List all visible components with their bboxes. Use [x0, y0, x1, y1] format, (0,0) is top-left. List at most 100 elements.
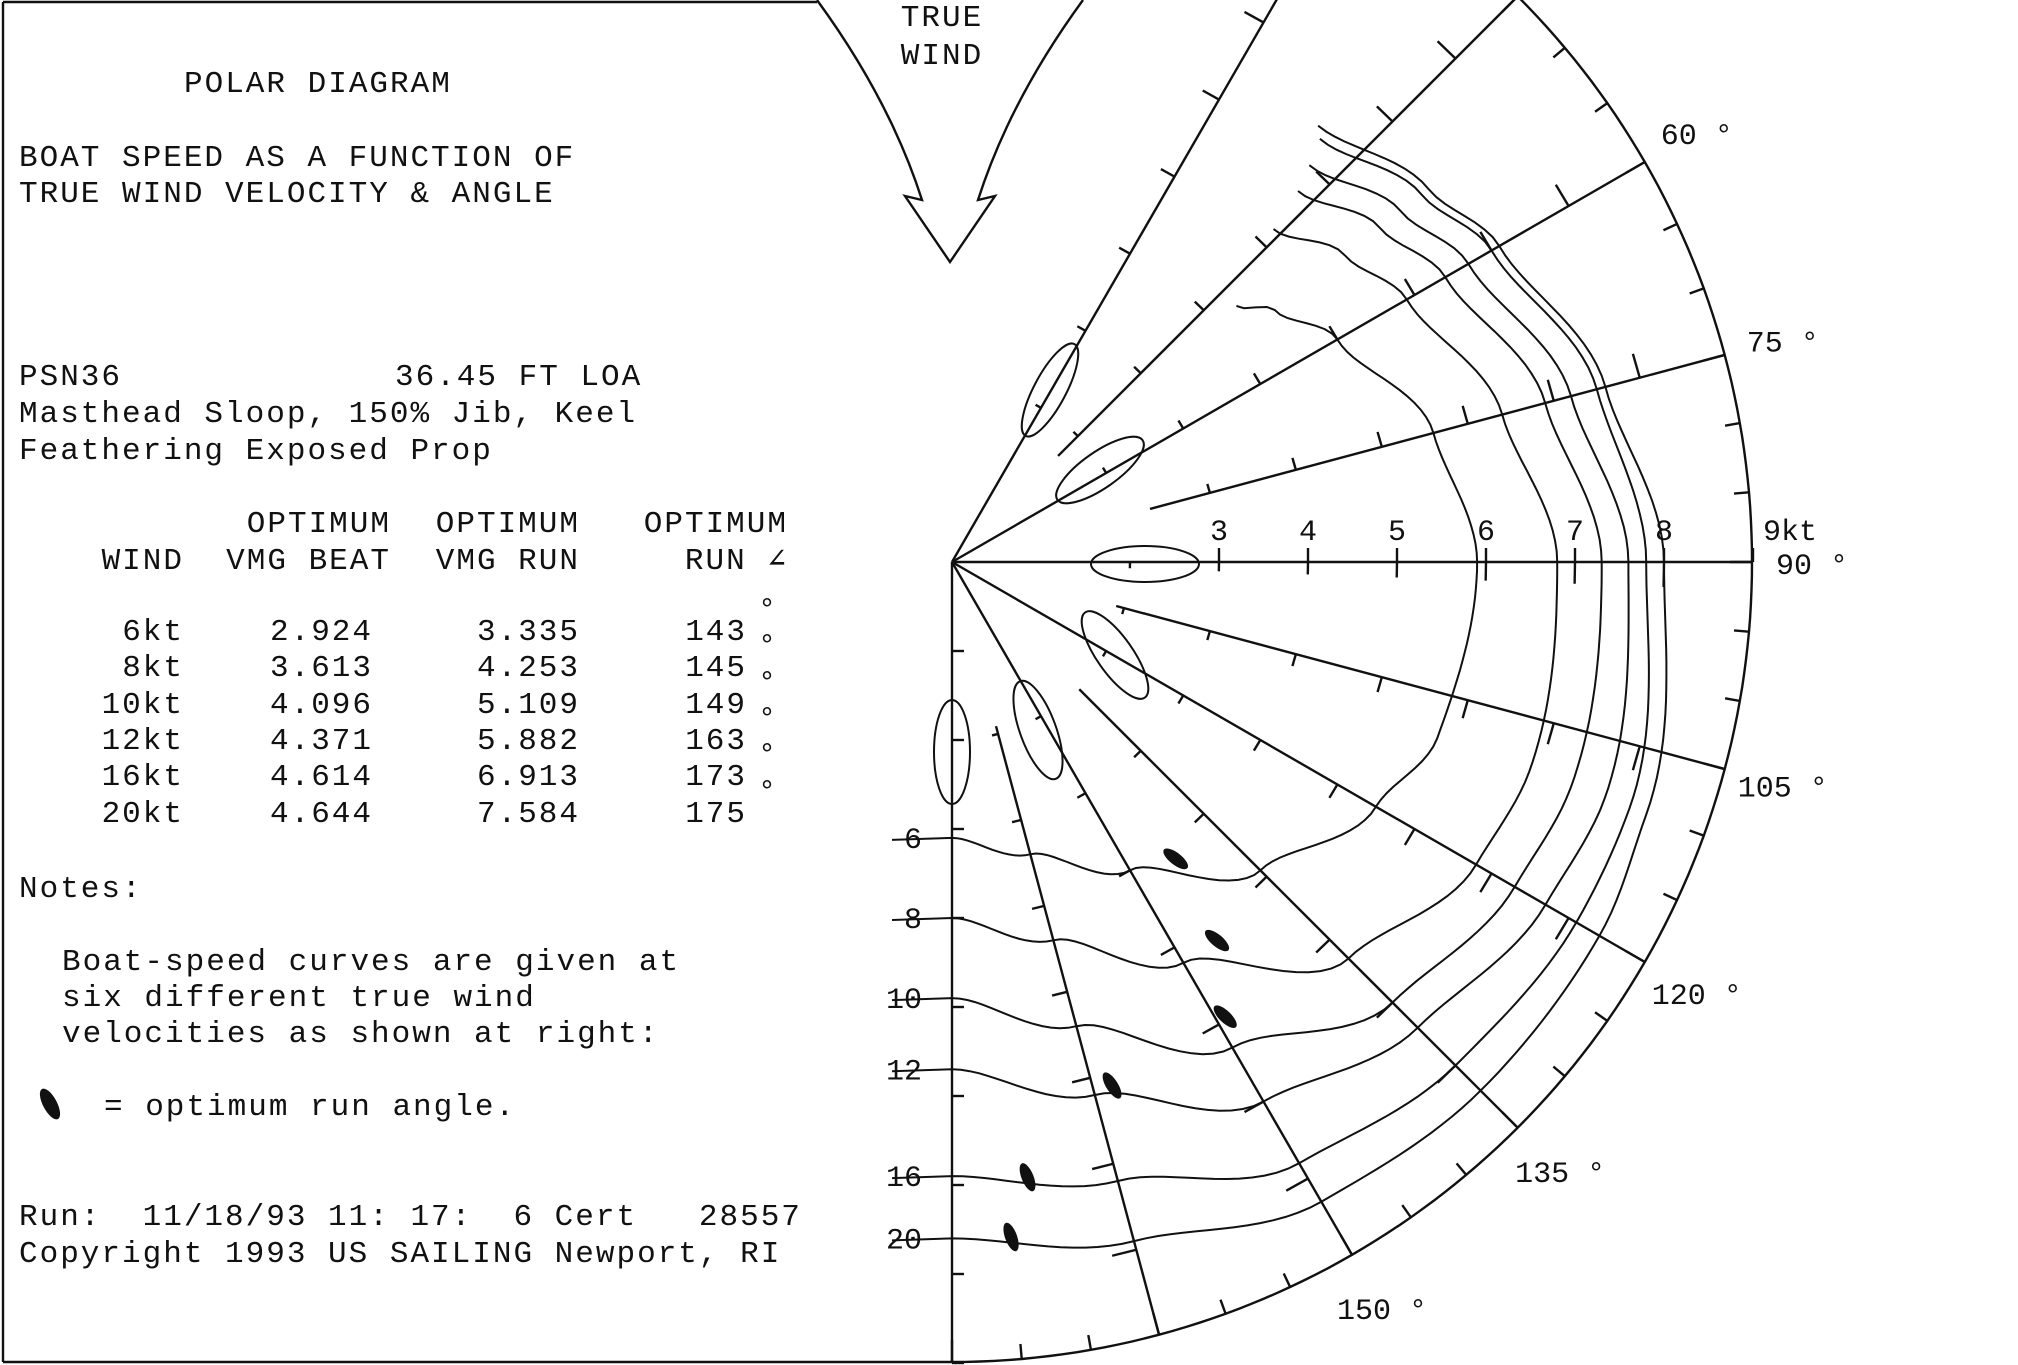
speed-tick — [1291, 653, 1298, 667]
boat-icon — [1090, 545, 1200, 583]
optimum-table: OPTIMUM OPTIMUM OPTIMUM WIND VMG BEAT VM… — [102, 507, 786, 832]
notes-line-1: Boat-speed curves are given at — [62, 945, 680, 980]
angle-tick — [1455, 1162, 1468, 1176]
speed-tick — [1376, 431, 1383, 448]
true-wind-arrow-icon — [816, 0, 1084, 265]
boat-icon — [1080, 610, 1150, 700]
speed-curve-16kt — [891, 138, 1650, 1188]
optimum-run-marker-icon — [1019, 1163, 1036, 1192]
degree-mark: ° — [758, 594, 778, 628]
speed-tick — [1631, 353, 1641, 379]
speed-tick — [1177, 694, 1185, 705]
speed-tick — [1193, 812, 1205, 824]
table-cell-beat: 3.613 — [270, 651, 373, 686]
optimum-run-marker-icon — [1213, 1005, 1237, 1028]
speed-tick — [1554, 184, 1570, 207]
table-cell-run: 3.335 — [477, 615, 580, 650]
angle-tick — [1733, 491, 1750, 495]
table-header-top: OPTIMUM — [436, 507, 580, 542]
speed-tick — [1376, 105, 1394, 123]
angle-tick — [1689, 829, 1705, 837]
degree-mark: ° — [758, 667, 778, 701]
table-cell-run: 5.109 — [477, 688, 580, 723]
speed-tick — [1403, 278, 1416, 296]
boat-model: PSN36 — [19, 360, 122, 395]
speed-label: 5 — [1388, 516, 1406, 550]
table-cell-beat: 4.096 — [270, 688, 373, 723]
speed-tick — [1461, 405, 1469, 425]
speed-tick — [1315, 170, 1331, 186]
speed-tick — [1206, 630, 1212, 641]
table-cell-wind: 12kt — [102, 724, 184, 759]
speed-tick — [1546, 722, 1555, 745]
table-header-wind: WIND — [102, 544, 184, 579]
true-wind-label-1: TRUE — [901, 1, 983, 36]
table-cell-wind: 20kt — [102, 797, 184, 832]
table-cell-run: 4.253 — [477, 651, 580, 686]
angle-label: 60 ° — [1661, 120, 1733, 154]
radial-line-60 — [951, 160, 1646, 564]
angle-tick — [1282, 1272, 1292, 1288]
notes-line-2: six different true wind — [62, 981, 536, 1016]
radial-line-30 — [950, 0, 1278, 563]
speed-tick — [1252, 372, 1262, 385]
speed-label: 7 — [1566, 516, 1584, 550]
speed-curve-12kt — [891, 164, 1630, 1112]
speed-tick — [1031, 904, 1045, 911]
speed-tick — [1479, 872, 1493, 893]
notes-heading: Notes: — [19, 872, 143, 907]
table-cell-wind: 16kt — [102, 760, 184, 795]
speed-tick — [1546, 379, 1555, 402]
speed-tick — [1315, 938, 1331, 954]
table-cell-run: 6.913 — [477, 760, 580, 795]
speed-tick — [1436, 40, 1457, 60]
speed-tick — [1118, 246, 1131, 255]
boat-icon — [933, 699, 971, 805]
wind-speed-label: 20 — [886, 1224, 922, 1258]
angle-tick — [1662, 222, 1678, 232]
speed-curve-10kt — [891, 190, 1603, 1056]
subtitle-line-1: BOAT SPEED AS A FUNCTION OF — [19, 141, 575, 176]
speed-tick — [1101, 650, 1108, 657]
speed-tick — [1121, 607, 1126, 615]
speed-tick — [1160, 168, 1176, 178]
table-cell-angle: 145 — [685, 651, 747, 686]
boat-icons — [933, 342, 1200, 805]
radial-line-120 — [951, 560, 1646, 964]
table-header-beat: VMG BEAT — [226, 544, 391, 579]
speed-tick — [991, 732, 999, 737]
speed-label: 9kt — [1763, 516, 1817, 550]
speed-label: 3 — [1210, 516, 1228, 550]
angle-tick — [1401, 1204, 1412, 1219]
wind-speed-label: 6 — [904, 824, 922, 858]
table-cell-angle: 143 — [685, 615, 747, 650]
wind-speed-label: 8 — [904, 904, 922, 938]
speed-tick — [1631, 745, 1641, 771]
speed-tick — [1202, 89, 1220, 101]
table-cell-run: 7.584 — [477, 797, 580, 832]
angle-label: 75 ° — [1747, 327, 1819, 361]
angle-tick — [1594, 102, 1609, 113]
speed-tick — [1376, 676, 1383, 693]
angle-tick — [1219, 1299, 1227, 1315]
speed-tick — [1111, 1248, 1137, 1257]
angle-label: 90 ° — [1776, 550, 1848, 584]
speed-tick — [1076, 792, 1087, 799]
copyright: Copyright 1993 US SAILING Newport, RI — [19, 1237, 781, 1272]
speed-label: 4 — [1299, 516, 1317, 550]
speed-tick — [1034, 715, 1042, 721]
angle-tick — [1724, 421, 1741, 427]
radial-line-105 — [1115, 604, 1726, 771]
table-header-run: VMG RUN — [436, 544, 580, 579]
speed-tick — [1291, 457, 1298, 471]
speed-tick — [1160, 946, 1176, 956]
boat-icon — [1012, 679, 1064, 781]
speed-tick — [1133, 365, 1142, 375]
table-cell-beat: 4.371 — [270, 724, 373, 759]
speed-tick — [1285, 1177, 1309, 1192]
radial-line-135 — [1078, 688, 1519, 1129]
table-cell-wind: 8kt — [122, 651, 184, 686]
radial-line-165 — [994, 725, 1161, 1336]
